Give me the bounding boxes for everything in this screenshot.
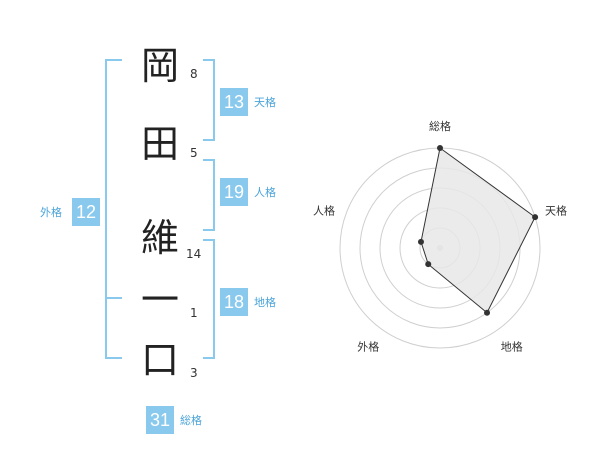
chikaku-label: 地格: [254, 296, 276, 309]
stroke-count-3: 14: [186, 247, 202, 261]
radar-axis-label: 天格: [545, 203, 567, 217]
stroke-count-4: 1: [190, 306, 198, 320]
radar-axis-label: 地格: [501, 340, 523, 354]
chikaku-bracket: [203, 239, 215, 359]
stroke-count-2: 5: [190, 146, 198, 160]
gaikaku-label: 外格: [40, 206, 62, 219]
gaikaku-score-badge: 12: [72, 198, 100, 226]
jinkaku-score-badge: 19: [220, 178, 248, 206]
stroke-count-1: 8: [190, 67, 198, 81]
radar-point: [425, 261, 432, 268]
jinkaku-bracket: [203, 159, 215, 231]
radar-polygon: [420, 147, 536, 314]
soukaku-label: 総格: [180, 414, 202, 427]
chikaku-score-badge: 18: [220, 288, 248, 316]
name-char-2: 田: [140, 122, 179, 166]
tenkaku-bracket: [203, 59, 215, 141]
name-char-4: 一: [140, 278, 179, 322]
name-char-5: 口: [140, 338, 179, 382]
soukaku-score-badge: 31: [146, 406, 174, 434]
name-char-1: 岡: [140, 44, 179, 88]
radar-point: [484, 309, 491, 316]
tenkaku-label: 天格: [254, 96, 276, 109]
radar-point: [532, 214, 539, 221]
tenkaku-score-badge: 13: [220, 88, 248, 116]
radar-point: [417, 238, 424, 245]
radar-point: [437, 145, 443, 151]
radar-axis-label: 外格: [357, 340, 379, 354]
jinkaku-label: 人格: [254, 186, 276, 199]
name-char-3: 維: [140, 216, 179, 260]
stroke-count-5: 3: [190, 366, 198, 380]
radar-axis-label: 人格: [313, 203, 335, 217]
radar-axis-label: 総格: [429, 119, 451, 133]
outer-bracket: [105, 59, 122, 359]
